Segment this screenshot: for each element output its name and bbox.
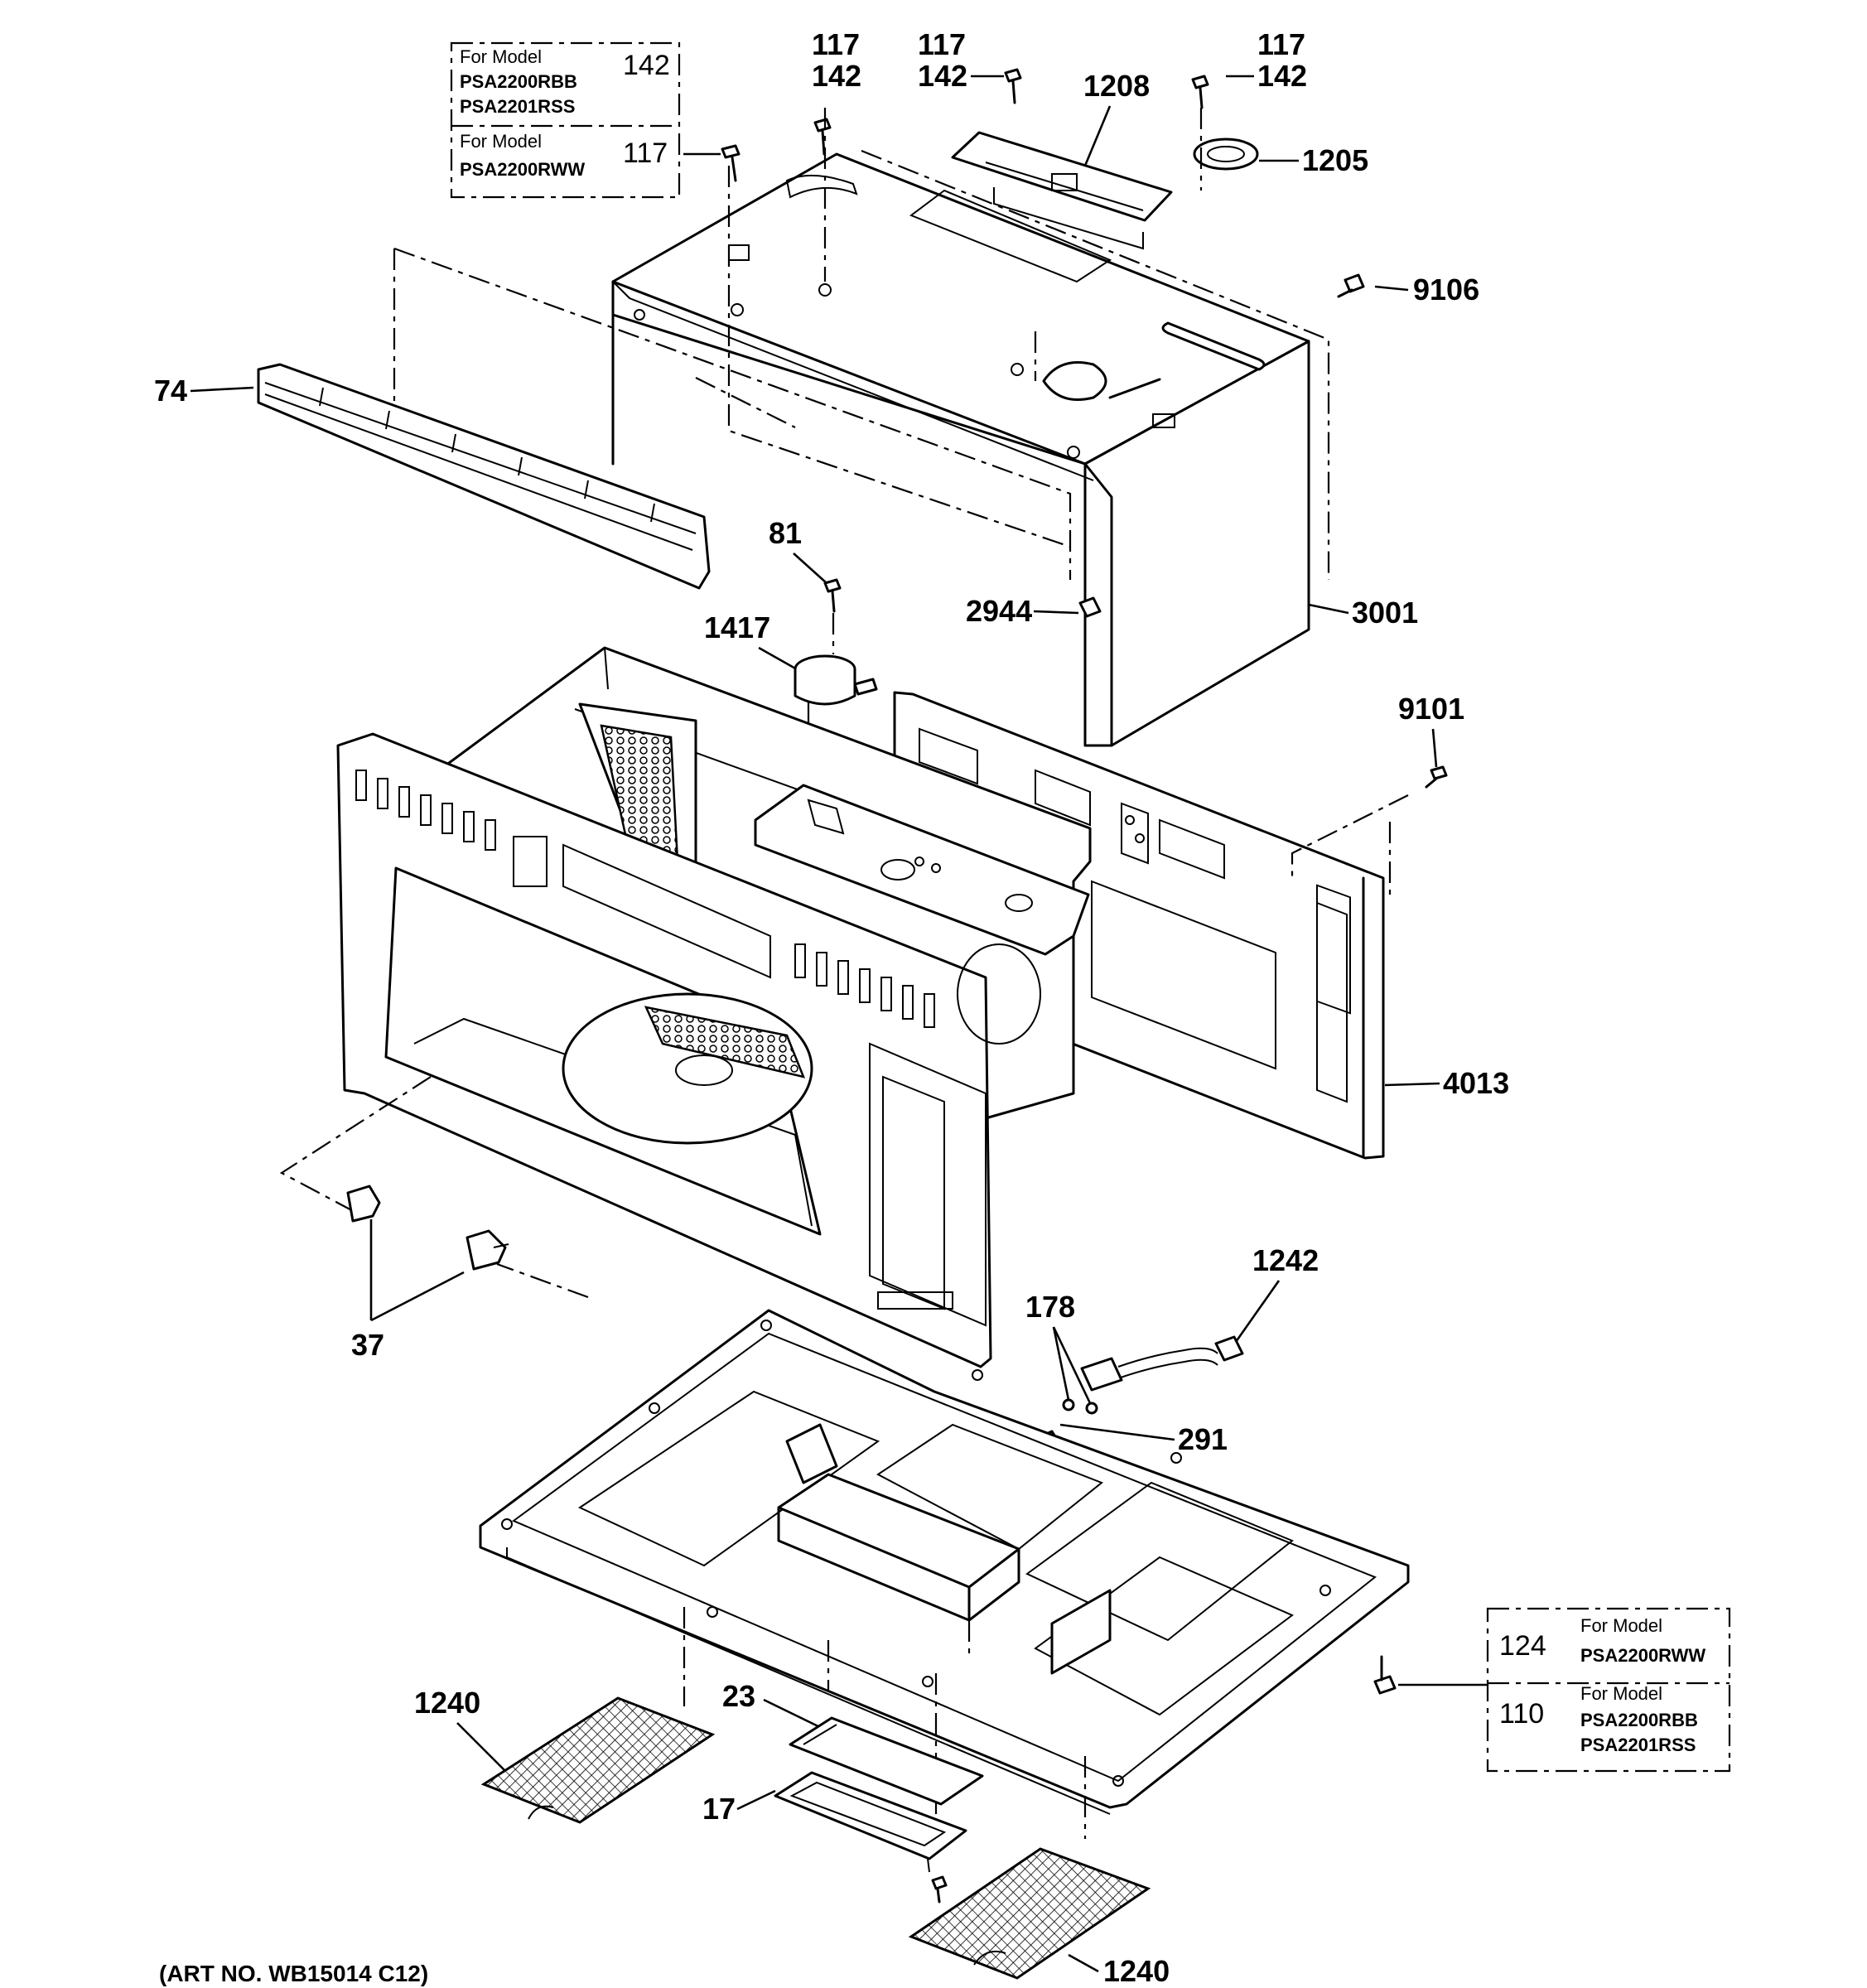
callout-117a: 117 xyxy=(812,27,860,61)
alignment-lines-37 xyxy=(279,1076,589,1299)
callout-81: 81 xyxy=(769,516,802,550)
callout-2944: 2944 xyxy=(966,594,1032,628)
callout-142c: 142 xyxy=(1257,59,1307,93)
model-box-bottom-row2-model2: PSA2201RSS xyxy=(1580,1735,1696,1755)
callout-23: 23 xyxy=(722,1679,755,1713)
callout-1240b: 1240 xyxy=(1103,1954,1170,1988)
model-box-bottom-row1-part: 124 xyxy=(1499,1630,1546,1662)
part-9101-screw: 9101 xyxy=(1290,692,1464,895)
part-1205-clip: 1205 xyxy=(1193,138,1368,177)
model-box-bottom-row1-label: For Model xyxy=(1580,1615,1662,1636)
callout-291: 291 xyxy=(1178,1422,1228,1456)
part-37-clips: 37 xyxy=(346,1185,509,1362)
part-9106-screw: 9106 xyxy=(1337,273,1479,306)
callout-142b: 142 xyxy=(918,59,967,93)
part-178-screws: 178 xyxy=(1025,1290,1098,1415)
model-box-top-row2-model1: PSA2200RWW xyxy=(460,159,585,180)
model-box-bottom: 124 For Model PSA2200RWW 110 For Model P… xyxy=(1373,1607,1731,1773)
callout-1242: 1242 xyxy=(1252,1243,1319,1277)
model-box-top-row2-label: For Model xyxy=(460,131,542,152)
model-box-top-row1-model1: PSA2200RBB xyxy=(460,71,577,92)
callout-1205: 1205 xyxy=(1302,143,1368,177)
callout-1208: 1208 xyxy=(1083,69,1150,103)
part-74-vent-grille: 74 xyxy=(154,363,711,590)
model-box-top-row1-model2: PSA2201RSS xyxy=(460,96,575,117)
callout-117-142-left: 117 142 xyxy=(812,27,861,156)
model-box-top-row1-label: For Model xyxy=(460,46,542,67)
callout-117b: 117 xyxy=(918,27,966,61)
callout-17: 17 xyxy=(702,1792,736,1826)
callout-178: 178 xyxy=(1025,1290,1075,1324)
part-1240-filter-right: 1240 xyxy=(908,1847,1170,1988)
alignment-lines-case xyxy=(393,108,1330,580)
screw-117-box xyxy=(721,144,741,182)
callout-37: 37 xyxy=(351,1328,384,1362)
model-box-bottom-row2-part: 110 xyxy=(1499,1698,1544,1730)
model-box-top-row1-part: 142 xyxy=(623,50,670,81)
part-23-lens: 23 xyxy=(722,1679,984,1806)
base-plate-assembly xyxy=(479,1309,1410,1815)
part-17-lens-frame: 17 xyxy=(702,1771,967,1904)
callout-1240a: 1240 xyxy=(414,1686,480,1720)
art-number: (ART NO. WB15014 C12) xyxy=(159,1961,428,1986)
callout-117-142-right: 117 142 xyxy=(1191,27,1307,109)
callout-4013: 4013 xyxy=(1443,1066,1509,1100)
callout-117-142-mid: 117 142 xyxy=(918,27,1022,104)
callout-3001: 3001 xyxy=(1352,596,1418,630)
model-box-bottom-row2-model1: PSA2200RBB xyxy=(1580,1710,1698,1730)
part-3001-outer-case: 2944 3001 xyxy=(611,152,1418,747)
model-box-bottom-row2-label: For Model xyxy=(1580,1683,1662,1704)
callout-1417: 1417 xyxy=(704,610,770,644)
model-box-top: For Model PSA2200RBB PSA2201RSS 142 For … xyxy=(450,41,721,199)
part-1208-bracket: 1208 xyxy=(951,69,1173,250)
callout-9101: 9101 xyxy=(1398,692,1464,726)
part-1417-motor: 1417 xyxy=(704,610,878,828)
model-box-bottom-row1-model1: PSA2200RWW xyxy=(1580,1645,1705,1666)
callout-142a: 142 xyxy=(812,59,861,93)
callout-9106: 9106 xyxy=(1413,273,1479,306)
part-1240-filter-left: 1240 xyxy=(414,1686,716,1824)
model-box-top-row2-part: 117 xyxy=(623,138,668,169)
part-81-screw: 81 xyxy=(769,516,842,654)
callout-74: 74 xyxy=(154,374,187,408)
oven-cavity-assembly xyxy=(336,646,1092,1368)
callout-117c: 117 xyxy=(1257,27,1305,61)
part-1242-harness: 1242 xyxy=(1080,1243,1319,1392)
